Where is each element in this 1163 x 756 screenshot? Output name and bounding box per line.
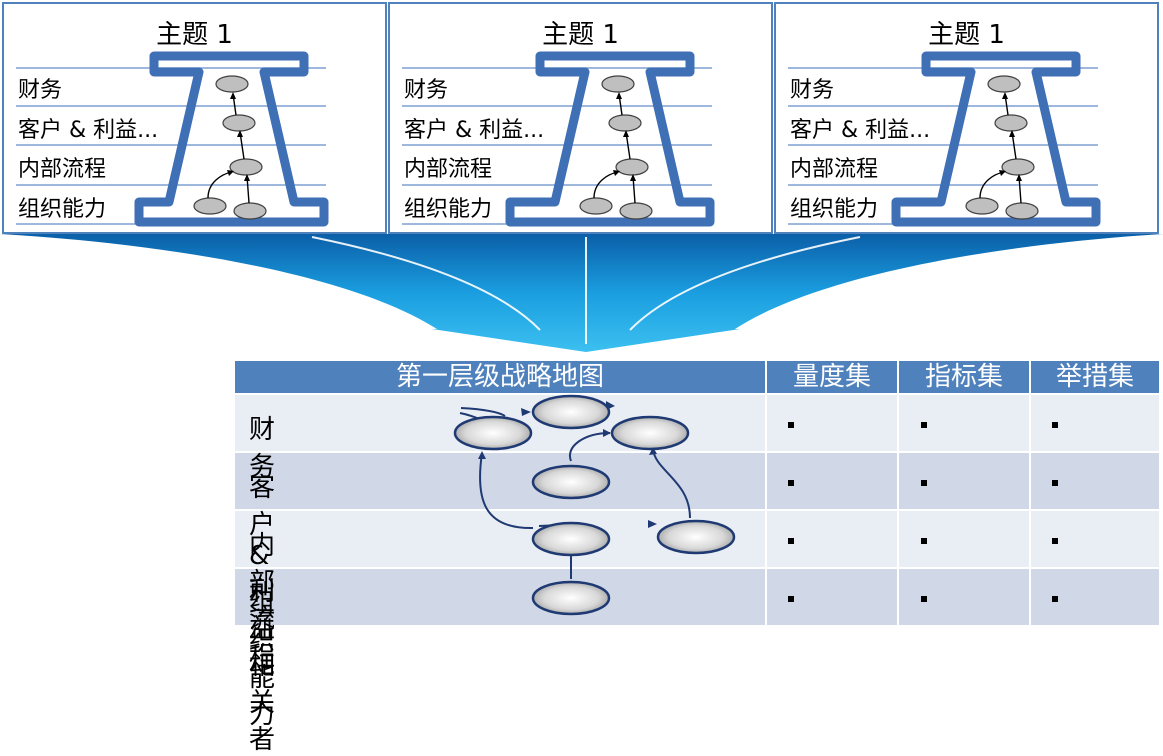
- theme-panel-3: 主题 1 财务 客户 & 利益...: [774, 2, 1159, 234]
- theme-title: 主题 1: [542, 20, 619, 50]
- node: [531, 521, 611, 557]
- row-label-finance: 财务: [404, 78, 449, 103]
- bullet-marker: [788, 422, 794, 428]
- row-bg: [1031, 453, 1159, 509]
- bullet-marker: [921, 538, 927, 544]
- arrowhead: [521, 408, 531, 416]
- header-measures: 量度集: [767, 361, 897, 393]
- row-label-process: 内部流程: [790, 157, 879, 182]
- node: [608, 114, 642, 132]
- row-bg: [767, 569, 897, 625]
- bullet-marker: [921, 480, 927, 486]
- bullet-marker: [921, 422, 927, 428]
- node: [453, 415, 533, 451]
- node: [965, 197, 999, 215]
- node: [579, 197, 613, 215]
- node: [531, 580, 611, 616]
- row-label-capability: 组织能力: [790, 197, 879, 222]
- row-bg: [1031, 395, 1159, 451]
- row-label-finance: 财务: [18, 78, 63, 103]
- node: [987, 75, 1021, 93]
- node: [222, 114, 256, 132]
- theme-diagram: [16, 51, 329, 227]
- bracket-frame: [134, 51, 329, 227]
- row-bg: [767, 395, 897, 451]
- bullet-marker: [1052, 422, 1058, 428]
- row-label-process: 内部流程: [404, 157, 493, 182]
- bullet-marker: [788, 596, 794, 602]
- theme-diagram: [402, 51, 715, 227]
- theme-title: 主题 1: [928, 20, 1005, 50]
- node: [1001, 158, 1035, 176]
- strategy-map-diagram: [453, 394, 736, 616]
- node: [233, 202, 267, 220]
- node: [531, 394, 611, 430]
- row-bg: [899, 569, 1029, 625]
- row-bg: [1031, 569, 1159, 625]
- arrowhead: [649, 447, 657, 455]
- theme-title: 主题 1: [156, 20, 233, 50]
- row-bg: [235, 453, 765, 509]
- funnel-shape: [0, 234, 1163, 352]
- row-label-customer: 客户 & 利益...: [18, 118, 159, 143]
- row-bg: [899, 395, 1029, 451]
- bullet-marker: [788, 538, 794, 544]
- node: [994, 114, 1028, 132]
- node: [619, 202, 653, 220]
- header-strategy-map: 第一层级战略地图: [235, 361, 765, 393]
- row-bg: [767, 511, 897, 567]
- header-initiatives: 举措集: [1031, 361, 1159, 393]
- row-label-process: 内部流程: [18, 157, 107, 182]
- row-label-finance: 财务: [249, 415, 276, 482]
- row-label-customer: 客户 & 利益...: [790, 118, 931, 143]
- bracket-frame: [891, 51, 1101, 227]
- theme-diagram: [788, 51, 1101, 227]
- node: [610, 415, 690, 451]
- node: [229, 158, 263, 176]
- node: [531, 464, 611, 500]
- arrowhead: [603, 429, 611, 437]
- row-bg: [899, 453, 1029, 509]
- node: [215, 75, 249, 93]
- row-label-process: 内部流程: [249, 531, 276, 672]
- bullet-marker: [921, 596, 927, 602]
- row-label-customer: 客户 & 利益...: [404, 118, 545, 143]
- arrowhead: [648, 520, 657, 528]
- row-label-capability: 组织能力: [404, 197, 493, 222]
- node: [615, 158, 649, 176]
- row-label-capability: 组织能力: [18, 197, 107, 222]
- row-bg: [899, 511, 1029, 567]
- row-label-finance: 财务: [790, 78, 835, 103]
- bullet-marker: [1052, 538, 1058, 544]
- bullet-marker: [1052, 596, 1058, 602]
- row-bg: [767, 453, 897, 509]
- header-indicators: 指标集: [899, 361, 1029, 393]
- theme-panel-1: 主题 1 财务 客户 & 利益...: [2, 2, 387, 234]
- node: [601, 75, 635, 93]
- node: [193, 197, 227, 215]
- row-bg: [235, 569, 765, 625]
- bullet-marker: [1052, 480, 1058, 486]
- node: [656, 519, 736, 555]
- merge-arrow: [0, 234, 1163, 352]
- bracket-frame: [505, 51, 715, 227]
- row-bg: [1031, 511, 1159, 567]
- node: [1005, 202, 1039, 220]
- theme-panel-2: 主题 1 财务 客户 & 利益...: [388, 2, 773, 234]
- bullet-marker: [788, 480, 794, 486]
- arrowhead: [478, 451, 486, 459]
